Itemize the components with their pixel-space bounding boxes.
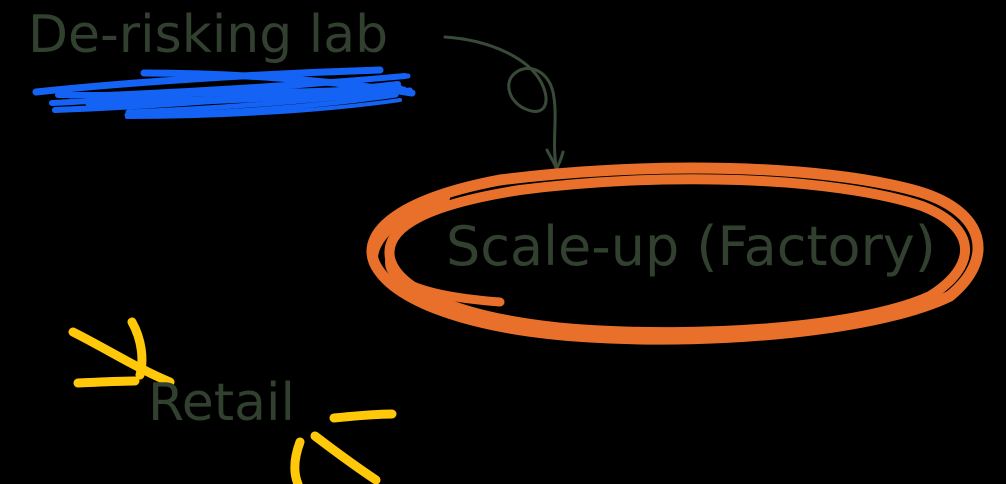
label-scale-up-factory: Scale-up (Factory)	[446, 215, 936, 278]
curved-looping-arrow	[443, 35, 565, 172]
label-de-risking-lab: De-risking lab	[28, 5, 388, 65]
label-retail: Retail	[148, 373, 295, 433]
yellow-emphasis-sparks	[68, 317, 397, 484]
blue-scribble-underline	[32, 66, 416, 119]
orange-hand-drawn-ellipse	[366, 162, 984, 345]
